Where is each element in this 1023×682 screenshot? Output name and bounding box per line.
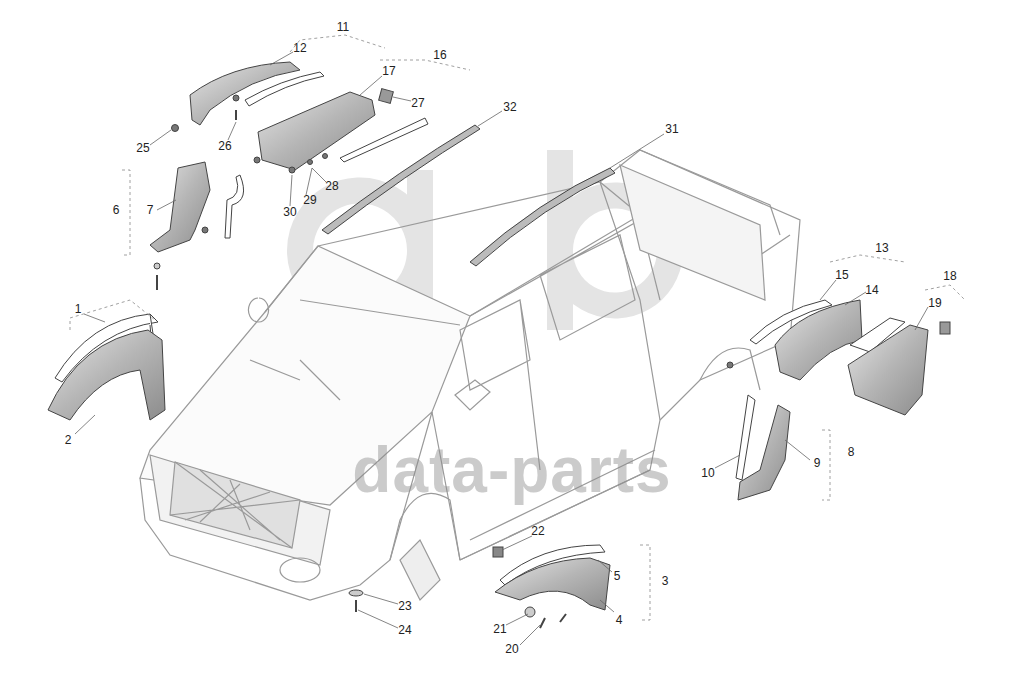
callout-number: 32 [502,100,517,114]
callout-number: 23 [397,599,412,613]
callout-number: 10 [700,466,715,480]
callout-number: 11 [336,20,350,34]
callout-number: 19 [927,296,942,310]
callout-number: 8 [847,445,856,459]
callout-number: 1 [74,302,83,316]
truck-body [140,150,800,600]
callout-number: 27 [410,96,425,110]
leader-lines [75,52,928,645]
callout-number: 25 [135,141,150,155]
callout-number: 4 [615,613,624,627]
callout-number: 2 [64,433,73,447]
callout-number: 16 [432,48,447,62]
callout-number: 29 [302,193,317,207]
callout-number: 30 [282,205,297,219]
group-brackets [70,35,965,620]
callout-number: 26 [217,139,232,153]
callout-number: 3 [661,574,670,588]
callout-number: 20 [504,642,519,656]
callout-number: 6 [112,203,121,217]
callout-number: 21 [492,622,507,636]
callout-number: 22 [530,524,545,538]
callout-number: 31 [664,122,679,136]
callout-number: 9 [813,456,822,470]
watermark: data-parts [352,438,671,502]
callout-number: 13 [874,241,889,255]
callout-number: 12 [292,41,307,55]
parts [48,62,950,628]
callout-number: 17 [381,64,396,78]
callout-number: 18 [942,269,957,283]
callout-number: 24 [397,623,412,637]
callout-number: 5 [613,569,622,583]
callout-number: 14 [864,283,879,297]
callout-number: 28 [324,179,339,193]
callout-number: 15 [834,268,849,282]
callout-number: 7 [146,203,155,217]
